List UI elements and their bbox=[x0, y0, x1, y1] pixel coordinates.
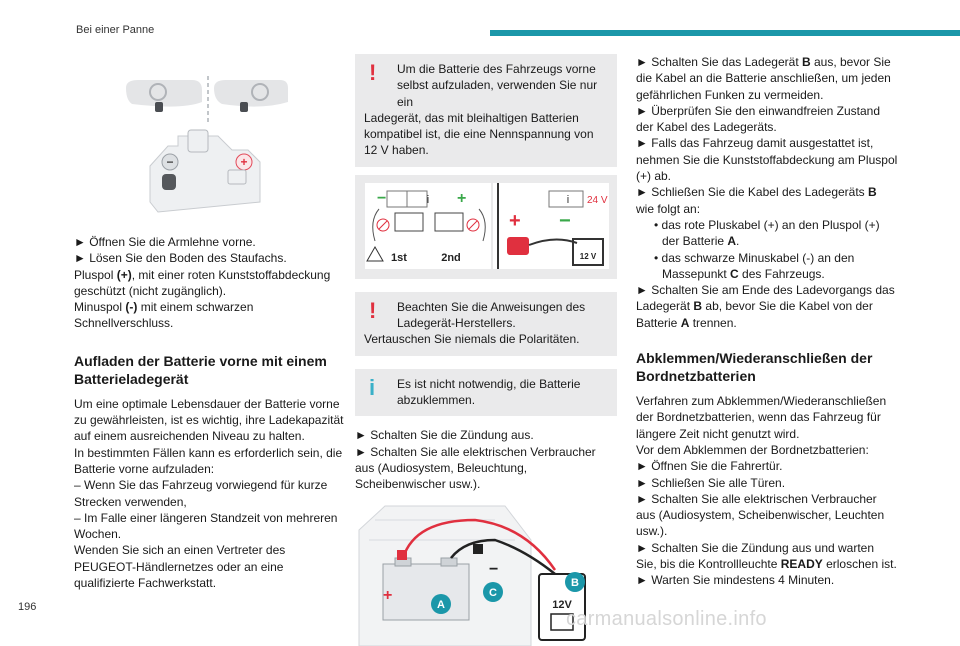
steering-wheel-illustration bbox=[126, 76, 288, 124]
before-disconnect-text: Vor dem Abklemmen der Bordnetzbatterien: bbox=[636, 442, 869, 457]
minus-pole-label: − bbox=[489, 561, 498, 578]
plus-pole-label: + bbox=[383, 587, 392, 604]
voltage-12v-label: 12 V bbox=[580, 252, 597, 261]
plus-terminal-label: + bbox=[240, 155, 247, 169]
dealer-contact-text: Wenden Sie sich an einen Vertreter des P… bbox=[74, 543, 286, 591]
bullet-black-cable: • das schwarze Minuskabel (-) an den Mas… bbox=[654, 250, 855, 281]
second-step-label: 2nd bbox=[441, 252, 461, 264]
step-end-charging: ► Schalten Sie am Ende des Ladevorgangs … bbox=[636, 283, 895, 330]
voltage-24v-label: 24 V bbox=[587, 195, 608, 206]
step-all-consumers-off: ► Schalten Sie alle elektrischen Verbrau… bbox=[636, 491, 885, 539]
charger-polarity-illustration: i − + 1st 2nd i 24 V + − 12 V bbox=[365, 182, 609, 269]
warning-charger-text-rest: Ladegerät, das mit bleihaltigen Batterie… bbox=[364, 110, 594, 158]
warning-charger-compatibility: ! Um die Batterie des Fahrzeugs vorne se… bbox=[355, 54, 617, 167]
page-number: 196 bbox=[18, 601, 37, 613]
charger-instructions-figure: i − + 1st 2nd i 24 V + − 12 V bbox=[355, 174, 617, 279]
battery-compartment-illustration: − + bbox=[149, 129, 261, 213]
step-wait-four-minutes: ► Warten Sie mindestens 4 Minuten. bbox=[636, 573, 835, 588]
step-ignition-ready-off: ► Schalten Sie die Zündung aus und warte… bbox=[636, 540, 897, 572]
warning-icon: ! bbox=[369, 297, 377, 323]
warning-polarity-text: Vertauschen Sie niemals die Polaritäten. bbox=[364, 332, 580, 347]
warning-charger-text-first: Um die Batterie des Fahrzeugs vorne selb… bbox=[397, 62, 598, 109]
step-open-armrest: ► Öffnen Sie die Armlehne vorne. bbox=[74, 235, 256, 249]
info-book-glyph-2: i bbox=[567, 194, 569, 206]
heading-front-battery-charging: Aufladen der Batterie vorne mit einem Ba… bbox=[74, 352, 327, 387]
header-accent-bar bbox=[490, 30, 960, 36]
battery-a-label: A bbox=[437, 599, 445, 611]
charger-voltage-label: 12V bbox=[552, 599, 572, 611]
disconnect-intro: Verfahren zum Abklemmen/Wiederanschließe… bbox=[636, 394, 887, 441]
info-no-disconnect-text: Es ist nicht notwendig, die Batterie abz… bbox=[397, 376, 581, 407]
minus-green-label: − bbox=[559, 210, 571, 232]
case-short-trips: – Wenn Sie das Fahrzeug vorwiegend für k… bbox=[74, 478, 328, 509]
charger-b-label: B bbox=[571, 577, 579, 589]
plus-pole-text: Pluspol (+), mit einer roten Kunststoffa… bbox=[74, 267, 331, 298]
plus-label: + bbox=[457, 190, 466, 207]
first-step-label: 1st bbox=[391, 252, 407, 264]
step-connect-cables: ► Schließen Sie die Kabel des Ladegeräts… bbox=[636, 185, 877, 216]
bullet-red-cable: • das rote Pluskabel (+) an den Pluspol … bbox=[654, 217, 880, 249]
step-ignition-off: ► Schalten Sie die Zündung aus. bbox=[355, 428, 534, 443]
charging-cases-intro: In bestimmten Fällen kann es erforderlic… bbox=[74, 445, 343, 476]
step-check-cables: ► Überprüfen Sie den einwandfreien Zusta… bbox=[636, 103, 881, 135]
column-3: ► Schalten Sie das Ladegerät B aus, bevo… bbox=[636, 54, 898, 589]
engine-bay-charging-illustration: + − A C B 12V bbox=[358, 505, 586, 646]
column-1: ► Öffnen Sie die Armlehne vorne. ► Lösen… bbox=[74, 234, 344, 591]
step-open-driver-door: ► Öffnen Sie die Fahrertür. bbox=[636, 459, 783, 474]
ground-point-c-label: C bbox=[489, 587, 497, 599]
plus-red-label: + bbox=[509, 210, 521, 232]
step-switch-off-charger: ► Schalten Sie das Ladegerät B aus, bevo… bbox=[636, 55, 891, 102]
step-remove-cover: ► Falls das Fahrzeug damit ausgestattet … bbox=[636, 136, 898, 184]
minus-label: − bbox=[377, 190, 386, 207]
charging-intro: Um eine optimale Lebensdauer der Batteri… bbox=[74, 396, 344, 444]
section-title: Bei einer Panne bbox=[76, 24, 155, 36]
watermark: carmanualsonline.info bbox=[566, 608, 767, 630]
step-release-storage-floor: ► Lösen Sie den Boden des Staufachs. bbox=[74, 251, 287, 266]
heading-disconnect-batteries: Abklemmen/Wiederanschließen der Bordnetz… bbox=[636, 350, 873, 385]
minus-terminal-label: − bbox=[166, 155, 173, 169]
warning-follow-instructions: ! Beachten Sie die Anweisungen des Ladeg… bbox=[355, 291, 617, 356]
info-no-disconnect: i Es ist nicht notwendig, die Batterie a… bbox=[355, 368, 617, 417]
step-close-doors: ► Schließen Sie alle Türen. bbox=[636, 475, 786, 490]
step-consumers-off: ► Schalten Sie alle elektrischen Verbrau… bbox=[355, 444, 596, 492]
case-long-standstill: – Im Falle einer längeren Standzeit von … bbox=[74, 510, 338, 542]
column-2: ! Um die Batterie des Fahrzeugs vorne se… bbox=[355, 54, 617, 646]
info-book-glyph: i bbox=[427, 194, 429, 206]
info-icon: i bbox=[369, 374, 376, 400]
warning-instructions-text: Beachten Sie die Anweisungen des Ladeger… bbox=[397, 299, 586, 331]
minus-pole-text: Minuspol (-) mit einem schwarzen Schnell… bbox=[74, 300, 254, 331]
warning-icon: ! bbox=[369, 60, 377, 85]
